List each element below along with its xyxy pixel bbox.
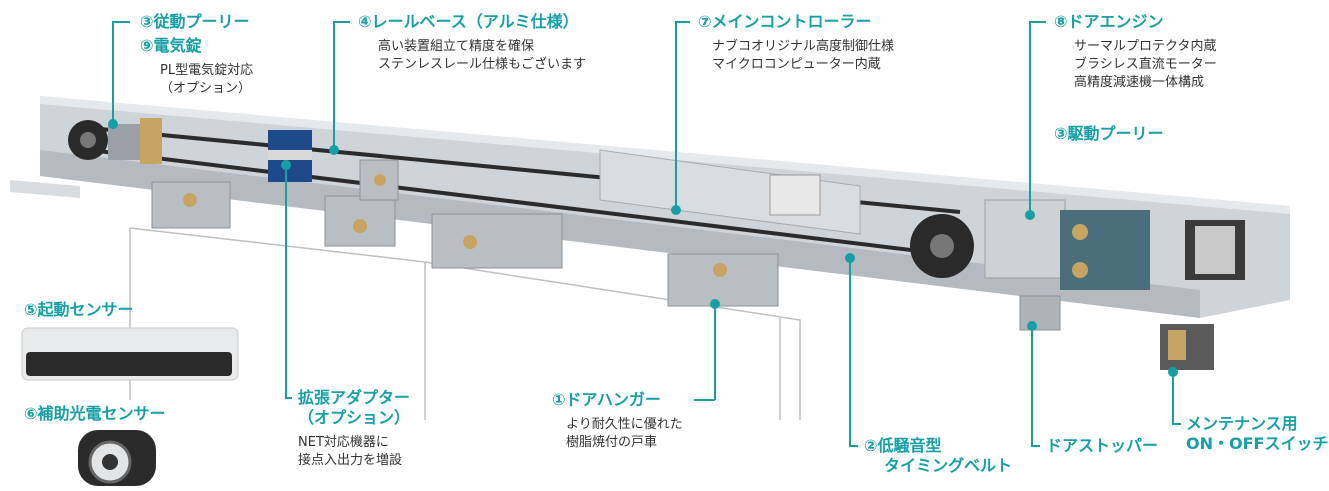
start-sensor-shape [21,327,239,381]
desc-electric-lock: PL型電気錠対応 （オプション） [160,62,253,98]
label-main-controller: ⑦メインコントローラー [698,12,872,31]
driven-pulley-shape [68,118,162,164]
desc-line: 高精度減速機一体構成 [1074,75,1205,90]
label-maintenance-switch: メンテナンス用 ON・OFFスイッチ [1186,414,1328,454]
label-drive-pulley: ③駆動プーリー [1054,124,1164,143]
title-line: ON・OFFスイッチ [1186,434,1329,453]
label-door-stopper: ドアストッパー [1046,436,1159,455]
desc-expansion-adapter: NET対応機器に 接点入出力を増設 [298,434,402,470]
title-line: ②低騒音型 [864,436,942,455]
maintenance-switch-shape [1160,324,1214,370]
title-line: メンテナンス用 [1186,414,1298,433]
desc-line: ステンレスレール仕様もございます [378,57,587,72]
leader-dots [108,119,1178,377]
desc-line: ブラシレス直流モーター [1074,57,1217,72]
desc-main-controller: ナブコオリジナル高度制御仕様 マイクロコンピューター内蔵 [712,38,894,74]
label-rail-base: ④レールベース（アルミ仕様） [358,12,579,31]
main-controller-shape [599,149,861,235]
desc-line: ナブコオリジナル高度制御仕様 [712,39,895,54]
label-electric-lock: ⑨電気錠 [140,36,202,55]
label-door-hanger: ①ドアハンガー [552,390,661,409]
desc-line: マイクロコンピューター内蔵 [712,57,881,72]
label-expansion-adapter: 拡張アダプター （オプション） [298,388,410,428]
desc-door-hanger: より耐久性に優れた 樹脂焼付の戸車 [566,416,683,452]
door-engine-shape [910,199,1245,290]
title-line: （オプション） [298,408,411,427]
desc-line: 高い装置組立て精度を確保 [378,39,535,54]
hanger-wheels [183,174,727,277]
desc-line: より耐久性に優れた [566,417,683,432]
desc-line: 接点入出力を増設 [298,453,403,468]
title-line: タイミングベルト [884,456,1013,475]
desc-line: 樹脂焼付の戸車 [566,435,658,450]
aux-sensor-shape [78,430,156,486]
title-line: 拡張アダプター [298,388,411,407]
desc-rail-base: 高い装置組立て精度を確保 ステンレスレール仕様もございます [378,38,586,74]
door-stopper-shape [1019,295,1061,331]
expansion-adapter-shape [268,130,312,182]
desc-door-engine: サーマルプロテクタ内蔵 ブラシレス直流モーター 高精度減速機一体構成 [1074,38,1217,92]
desc-line: （オプション） [160,81,252,96]
desc-line: サーマルプロテクタ内蔵 [1074,39,1217,54]
label-driven-pulley: ③従動プーリー [140,12,250,31]
label-door-engine: ⑧ドアエンジン [1054,12,1164,31]
label-start-sensor: ⑤起動センサー [24,300,134,319]
leader-lines [112,21,1181,447]
desc-line: NET対応機器に [298,435,389,450]
label-timing-belt: ②低騒音型 タイミングベルト [864,436,1012,476]
desc-line: PL型電気錠対応 [160,63,254,78]
label-aux-sensor: ⑥補助光電センサー [24,404,166,423]
